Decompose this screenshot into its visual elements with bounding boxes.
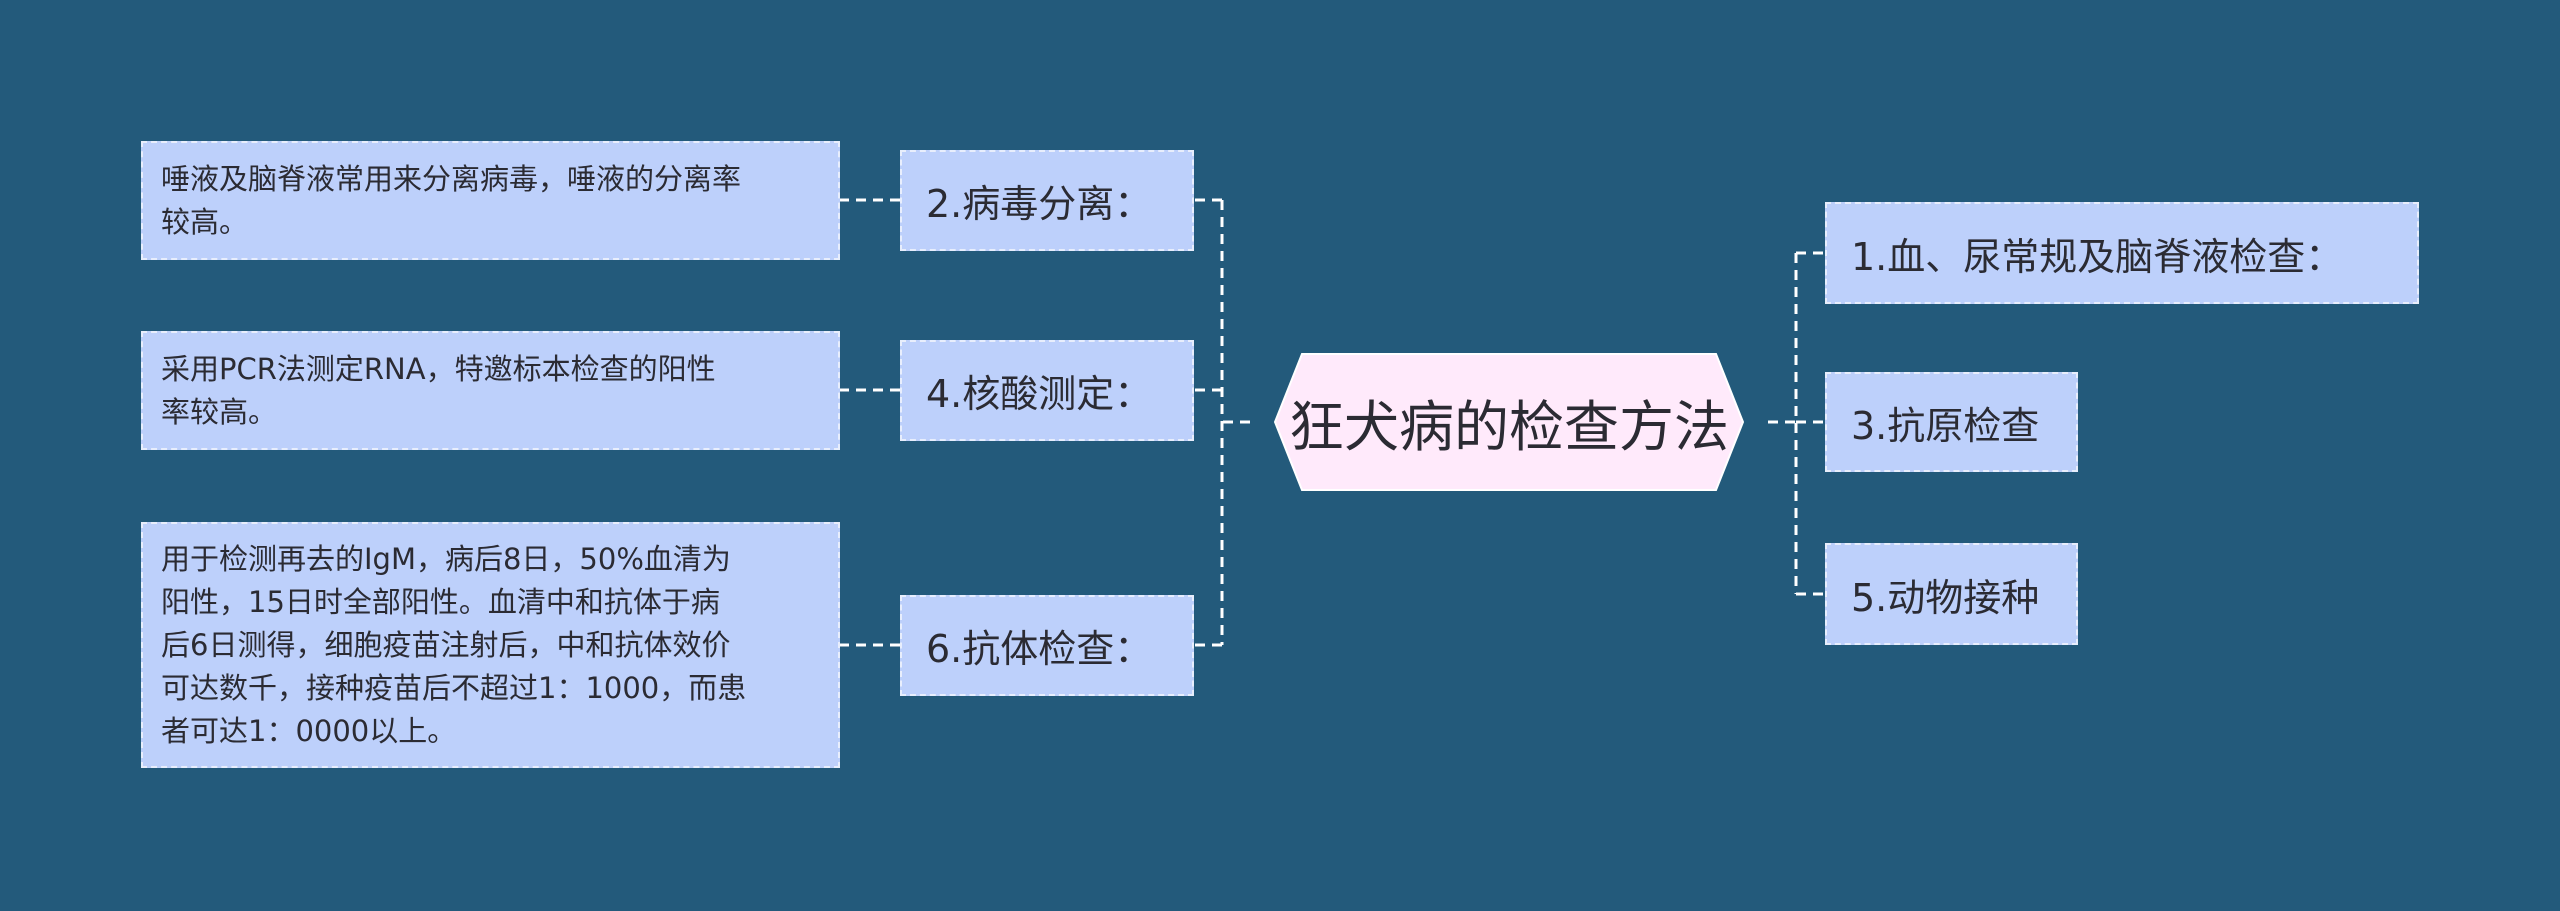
branch-node-2[interactable]: 2.病毒分离： (900, 150, 1194, 251)
branch-node-6-label: 6.抗体检查： (926, 627, 1153, 671)
leaf-node-6-text: 用于检测再去的IgM，病后8日，50%血清为 阳性，15日时全部阳性。血清中和抗… (161, 538, 746, 753)
branch-node-3-label: 3.抗原检查 (1851, 403, 2040, 448)
leaf-node-6-line: 后6日测得，细胞疫苗注射后，中和抗体效价 (161, 627, 731, 662)
leaf-node-2-line: 唾液及脑脊液常用来分离病毒，唾液的分离率 (161, 161, 742, 196)
leaf-node-2-text: 唾液及脑脊液常用来分离病毒，唾液的分离率 较高。 (161, 158, 741, 244)
leaf-node-2-detail[interactable]: 唾液及脑脊液常用来分离病毒，唾液的分离率 较高。 (141, 141, 840, 260)
leaf-node-6-line: 阳性，15日时全部阳性。血清中和抗体于病 (161, 584, 720, 619)
root-node[interactable]: 狂犬病的检查方法 (1250, 352, 1768, 492)
leaf-node-6-line: 用于检测再去的IgM，病后8日，50%血清为 (161, 541, 731, 576)
root-hexagon-shape (1273, 353, 1745, 491)
leaf-node-6-detail[interactable]: 用于检测再去的IgM，病后8日，50%血清为 阳性，15日时全部阳性。血清中和抗… (141, 522, 840, 768)
leaf-node-4-line: 率较高。 (161, 394, 278, 429)
leaf-node-6-line: 者可达1：0000以上。 (161, 713, 457, 748)
branch-node-5[interactable]: 5.动物接种 (1825, 543, 2078, 645)
leaf-node-4-line: 采用PCR法测定RNA，特邀标本检查的阳性 (161, 351, 716, 386)
leaf-node-6-line: 可达数千，接种疫苗后不超过1：1000，而患 (161, 670, 747, 705)
leaf-node-2-line: 较高。 (161, 204, 249, 239)
branch-node-1[interactable]: 1.血、尿常规及脑脊液检查： (1825, 202, 2419, 304)
branch-node-4[interactable]: 4.核酸测定： (900, 340, 1194, 441)
branch-node-2-label: 2.病毒分离： (926, 182, 1153, 226)
root-label: 狂犬病的检查方法 (1288, 395, 1729, 459)
leaf-node-4-detail[interactable]: 采用PCR法测定RNA，特邀标本检查的阳性 率较高。 (141, 331, 840, 450)
branch-node-3[interactable]: 3.抗原检查 (1825, 372, 2078, 472)
leaf-node-4-text: 采用PCR法测定RNA，特邀标本检查的阳性 率较高。 (161, 348, 716, 434)
branch-node-1-label: 1.血、尿常规及脑脊液检查： (1851, 234, 2344, 279)
branch-node-4-label: 4.核酸测定： (926, 372, 1153, 416)
branch-node-5-label: 5.动物接种 (1851, 575, 2040, 620)
branch-node-6[interactable]: 6.抗体检查： (900, 595, 1194, 696)
